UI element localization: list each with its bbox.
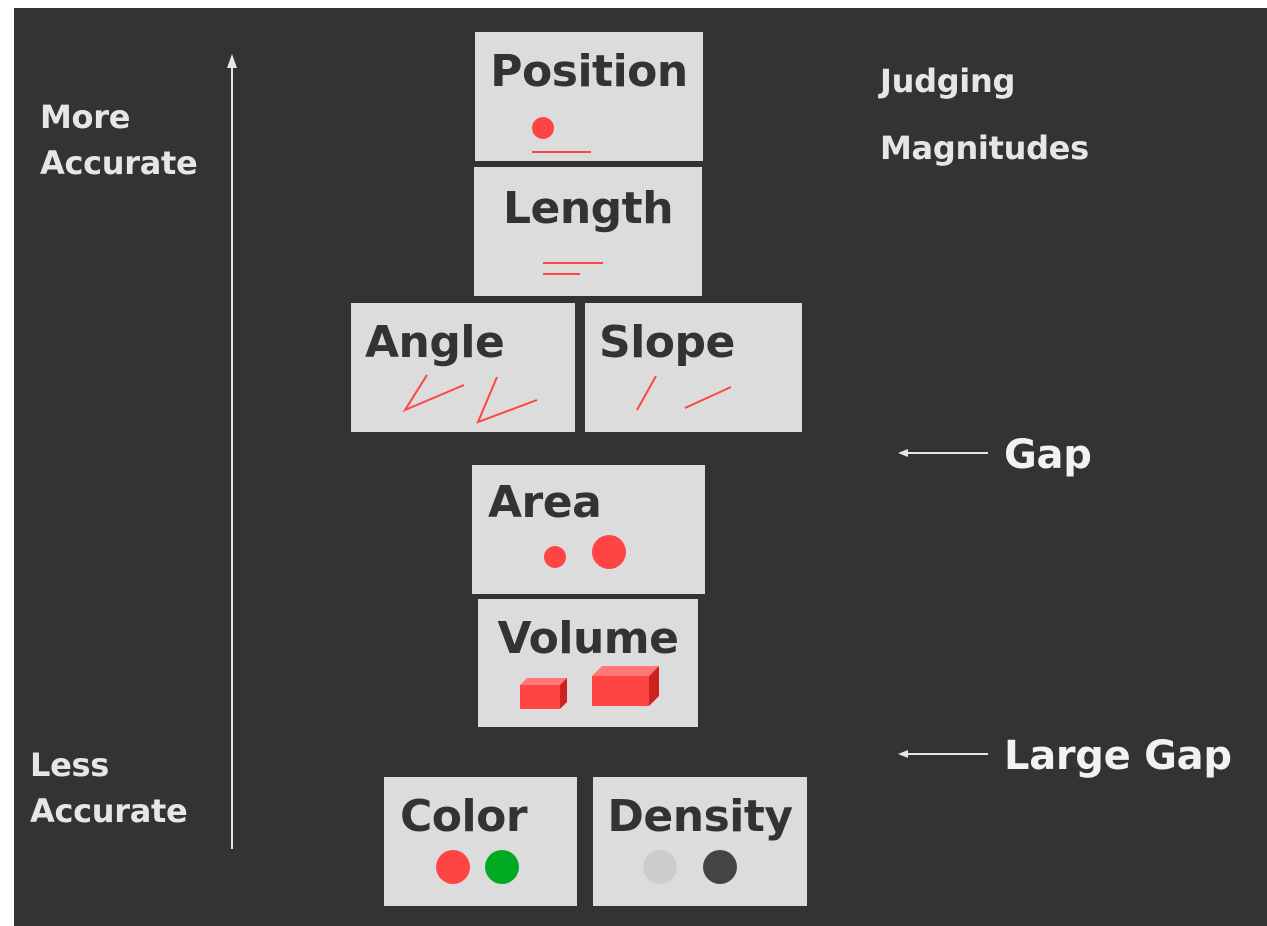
- volume-example: [520, 666, 659, 709]
- large-gap-arrow: [898, 750, 988, 758]
- slope-box: Slope: [585, 303, 802, 432]
- title-line-2: Magnitudes: [880, 129, 1089, 168]
- slope-line-shallow: [684, 386, 732, 409]
- diagram-canvas: More Accurate Less Accurate Judging Magn…: [14, 8, 1267, 926]
- position-example: [532, 117, 591, 153]
- gap-arrow-head: [898, 449, 908, 457]
- color-example: [436, 850, 519, 884]
- slope-line-steep: [636, 375, 657, 411]
- angle-wide: [476, 376, 538, 424]
- position-dot: [532, 117, 554, 139]
- density-dark-circle: [703, 850, 737, 884]
- large-gap-arrow-head: [898, 750, 908, 758]
- area-example: [544, 535, 626, 569]
- angle-box: Angle: [351, 303, 575, 432]
- density-light-circle: [643, 850, 677, 884]
- diagram-title: Judging Magnitudes: [880, 48, 1089, 182]
- area-small-circle: [544, 546, 566, 568]
- volume-box: Volume: [478, 599, 698, 727]
- slope-label: Slope: [599, 317, 735, 368]
- color-red-circle: [436, 850, 470, 884]
- angle-narrow: [402, 374, 465, 413]
- area-box: Area: [472, 465, 705, 594]
- angle-label: Angle: [365, 317, 505, 368]
- gap-label: Gap: [1004, 432, 1092, 478]
- volume-small-cube: [520, 678, 567, 709]
- density-example: [643, 850, 737, 884]
- density-box: Density: [593, 777, 807, 906]
- accuracy-arrow-head: [227, 54, 237, 68]
- color-label: Color: [400, 791, 528, 842]
- area-label: Area: [488, 477, 602, 528]
- title-line-1: Judging: [880, 62, 1016, 100]
- length-box: Length: [474, 167, 702, 296]
- volume-large-cube: [592, 666, 659, 706]
- volume-label: Volume: [497, 613, 679, 664]
- area-large-circle: [592, 535, 626, 569]
- position-box: Position: [475, 32, 703, 161]
- gap-arrow: [898, 449, 988, 457]
- accurate-top-label: Accurate: [40, 144, 198, 183]
- length-example: [543, 262, 603, 275]
- length-label: Length: [502, 183, 674, 234]
- color-green-circle: [485, 850, 519, 884]
- accuracy-arrow: [227, 54, 237, 849]
- slope-example: [636, 375, 732, 411]
- large-gap-label: Large Gap: [1004, 733, 1232, 779]
- angle-example: [402, 374, 538, 424]
- position-label: Position: [490, 46, 688, 97]
- accurate-bottom-label: Accurate: [30, 792, 188, 831]
- density-label: Density: [607, 791, 793, 842]
- more-label: More: [40, 98, 131, 136]
- more-accurate-label: More Accurate: [40, 94, 198, 187]
- less-accurate-label: Less Accurate: [30, 742, 188, 835]
- less-label: Less: [30, 746, 109, 784]
- color-box: Color: [384, 777, 577, 906]
